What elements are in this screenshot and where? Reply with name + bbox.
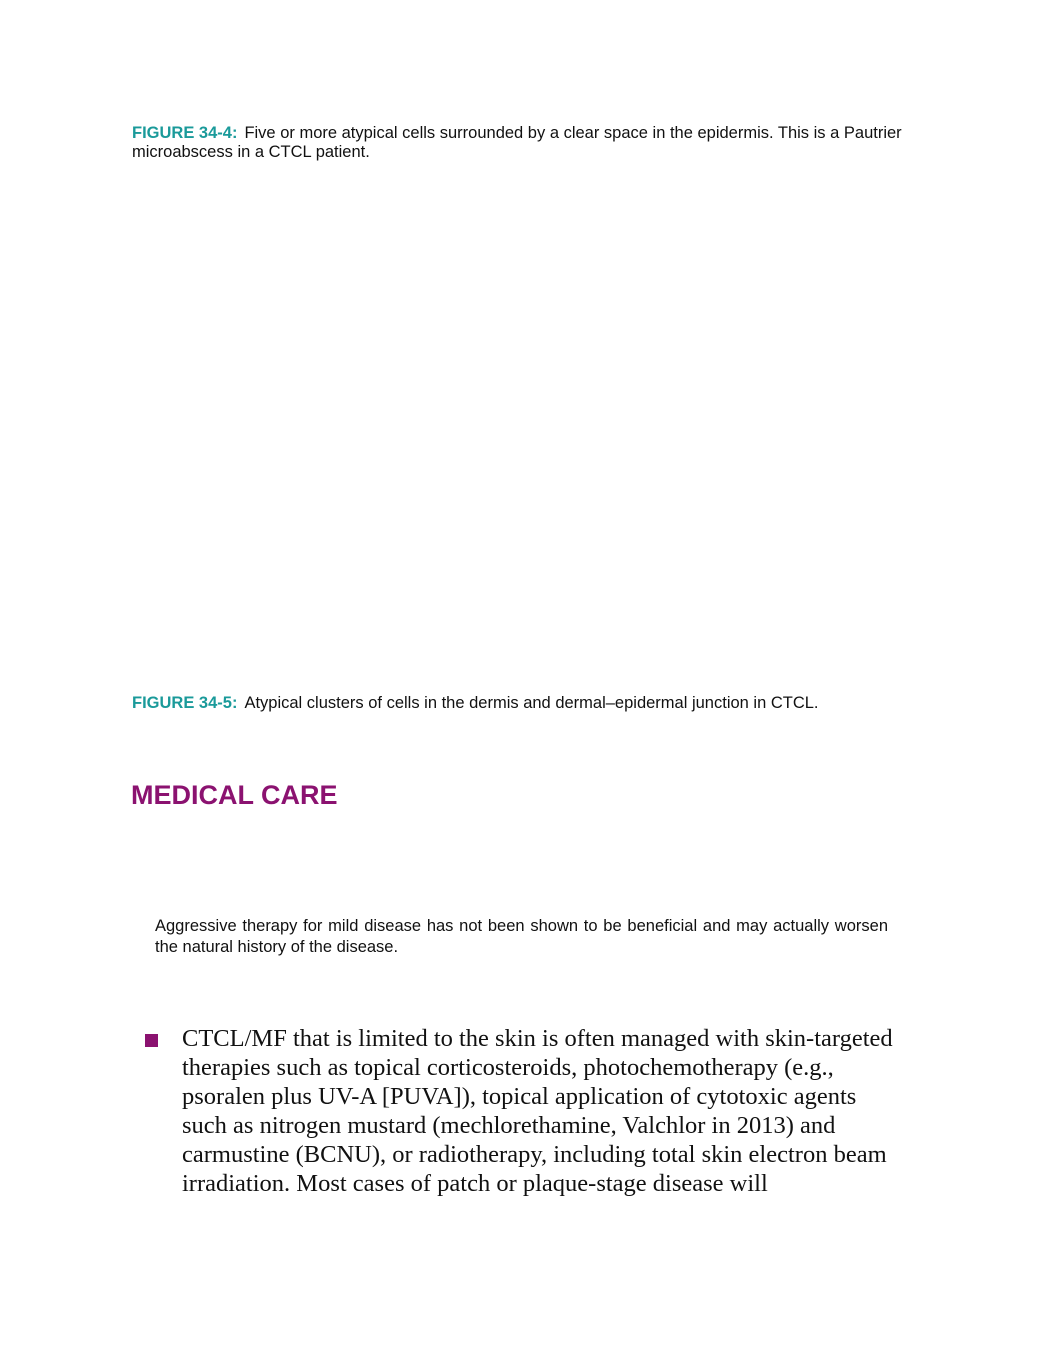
figure-caption: FIGURE 34-5: Atypical clusters of cells i… — [132, 694, 912, 713]
figure-caption: FIGURE 34-4:Five or more atypical cells … — [132, 124, 912, 162]
square-bullet-icon — [145, 1034, 158, 1047]
figure-label: FIGURE 34-4: — [132, 124, 238, 142]
bullet-text: CTCL/MF that is limited to the skin is o… — [182, 1025, 893, 1197]
figure-caption-text: Five or more atypical cells surrounded b… — [132, 124, 902, 161]
figure-label: FIGURE 34-5: — [132, 694, 238, 712]
section-heading: MEDICAL CARE — [131, 780, 338, 810]
figure-caption-text: Atypical clusters of cells in the dermis… — [244, 694, 819, 712]
callout-note: Aggressive therapy for mild disease has … — [155, 917, 888, 956]
